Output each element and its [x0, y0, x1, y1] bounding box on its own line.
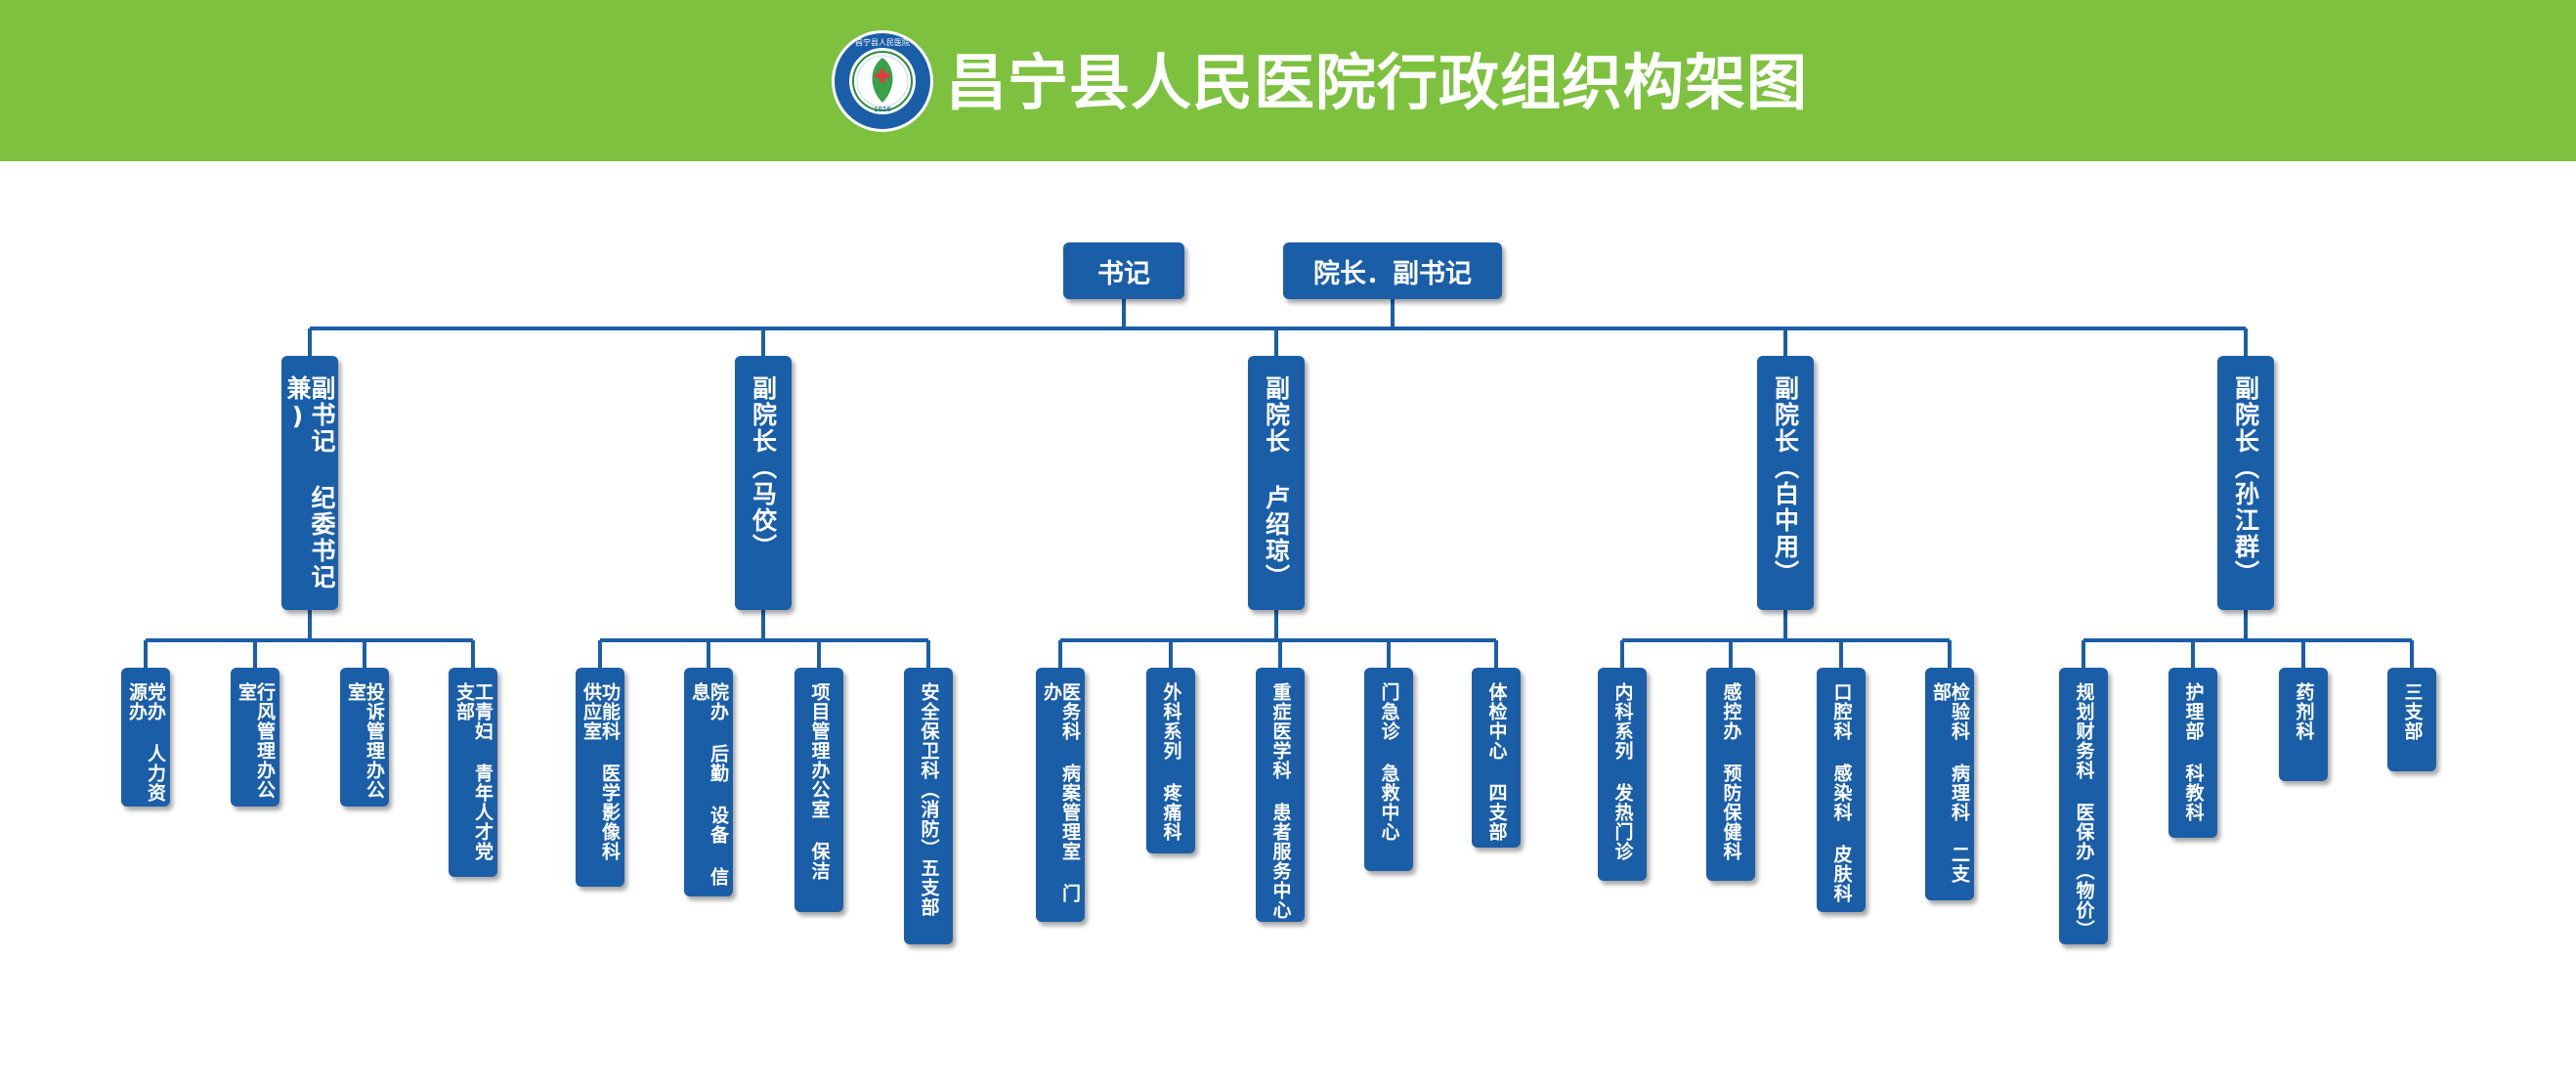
hospital-logo-icon: 昌宁县人民医院 1956 — [832, 30, 933, 132]
department-box: 项目管理办公室 保洁 — [794, 668, 843, 912]
logo-name-text: 昌宁县人民医院 — [855, 37, 910, 47]
department-box: 安全保卫科（消防）五支部 — [904, 668, 953, 944]
leader-box: 副院长 卢绍琼） — [1248, 356, 1305, 610]
department-box: 药剂科 — [2279, 668, 2328, 781]
leader-box: 副书记 纪委书记兼) — [281, 356, 338, 610]
department-box: 党办 人力资源办 — [121, 668, 170, 807]
leader-box: 副院长（孙江群） — [2217, 356, 2274, 610]
department-box: 体检中心 四支部 — [1472, 668, 1521, 848]
department-box: 功能科 医学影像科 供应室 — [576, 668, 624, 887]
department-box: 三支部 — [2387, 668, 2436, 771]
department-box: 工青妇 青年人才党支部 — [449, 668, 497, 877]
department-box: 护理部 科教科 — [2168, 668, 2217, 838]
logo-year-text: 1956 — [874, 106, 891, 113]
leader-box: 副院长（白中用） — [1757, 356, 1814, 610]
department-box: 重症医学科 患者服务中心 — [1256, 668, 1305, 922]
department-box: 内科系列 发热门诊 — [1598, 668, 1647, 881]
department-box: 投诉管理办公室 — [340, 668, 389, 807]
department-box: 门急诊 急救中心 — [1364, 668, 1413, 871]
department-box: 口腔科 感染科 皮肤科 — [1817, 668, 1866, 912]
department-box: 感控办 预防保健科 — [1706, 668, 1755, 881]
page-title: 昌宁县人民医院行政组织构架图 — [946, 47, 1809, 118]
party-secretary-box: 书记 — [1063, 242, 1184, 299]
header-banner — [0, 0, 2576, 161]
department-box: 检验科 病理科 二支部 — [1925, 668, 1974, 900]
department-box: 院办 后勤 设备 信息 — [684, 668, 733, 896]
department-box: 规划财务科 医保办（物价） — [2059, 668, 2108, 944]
department-box: 医务科 病案管理室 门办 — [1036, 668, 1085, 922]
president-box: 院长．副书记 — [1283, 242, 1502, 299]
department-box: 外科系列 疼痛科 — [1146, 668, 1195, 853]
leader-box: 副院长（马佼） — [735, 356, 792, 610]
department-box: 行风管理办公室 — [231, 668, 279, 807]
